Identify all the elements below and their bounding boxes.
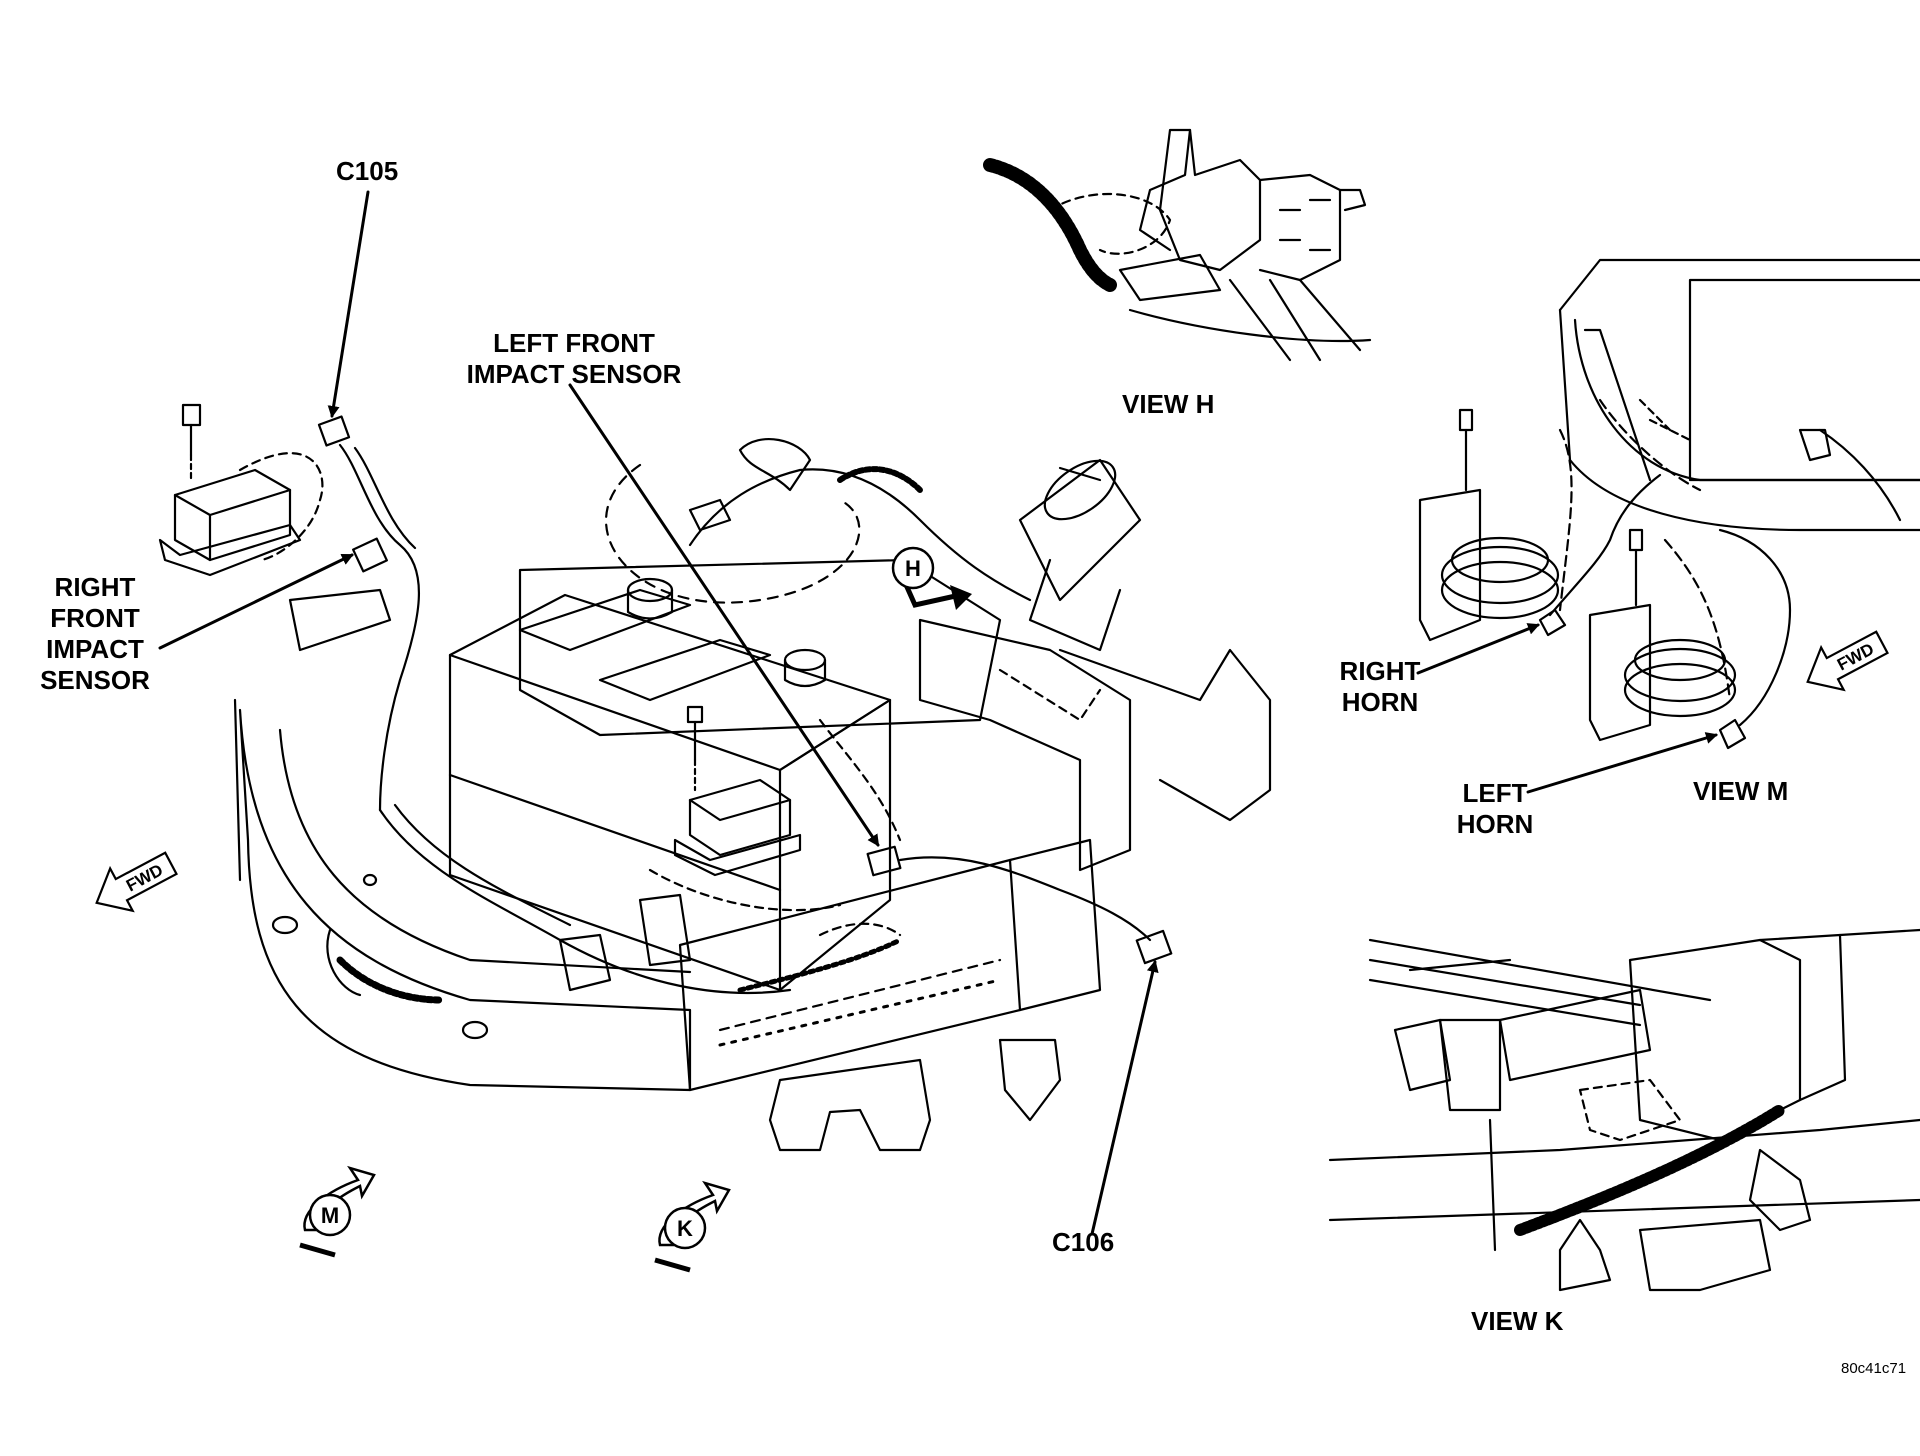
- view-m-label: VIEW M: [1693, 776, 1789, 806]
- view-k-drawing: [1328, 928, 1920, 1292]
- right-sensor-leader: [158, 553, 354, 650]
- left-front-impact-sensor-line-1: LEFT FRONT: [493, 328, 655, 358]
- figure-id-label: 80c41c71: [1841, 1360, 1907, 1377]
- right-front-impact-sensor-line-2: FRONT: [50, 603, 140, 633]
- c106-leader: [1090, 960, 1159, 1236]
- view-m-badge: M: [299, 1165, 376, 1258]
- right-horn-line-2: HORN: [1341, 687, 1419, 717]
- leader-lines: [158, 190, 1718, 1236]
- left-horn-leader: [1526, 732, 1718, 794]
- c106-label: C106: [1052, 1227, 1115, 1257]
- side-frame-rail: [678, 858, 1022, 1092]
- left-sensor-leader: [568, 383, 880, 847]
- right-impact-sensor-drawing: [158, 403, 302, 577]
- view-k-badge-letter: K: [677, 1216, 693, 1241]
- fwd-arrow-main: FWD: [95, 851, 178, 913]
- view-m-badge-letter: M: [321, 1203, 339, 1228]
- left-horn-line-2: HORN: [1456, 809, 1534, 839]
- main-harness: [898, 856, 1152, 942]
- right-front-impact-sensor-line-4: SENSOR: [40, 665, 150, 695]
- battery-drawing: [448, 577, 892, 992]
- battery-cable: [688, 468, 1032, 602]
- left-horn-drawing: [1588, 603, 1652, 742]
- view-k-label: VIEW K: [1471, 1306, 1564, 1336]
- c106-connector: [1135, 929, 1173, 965]
- right-horn-drawing: [1418, 488, 1482, 642]
- right-front-impact-sensor-line-1: RIGHT: [54, 572, 136, 602]
- pdc-cylinder: [1018, 458, 1142, 652]
- right-front-impact-sensor-label: RIGHT FRONT IMPACT SENSOR: [30, 572, 160, 696]
- view-h-label: VIEW H: [1122, 389, 1215, 419]
- fwd-arrow-view-m: FWD: [1806, 630, 1889, 692]
- view-h-drawing: [983, 128, 1372, 362]
- right-horn-leader: [1416, 623, 1540, 675]
- view-k-badge: K: [654, 1180, 731, 1273]
- left-sensor-connector: [866, 845, 902, 877]
- left-front-impact-sensor-line-2: IMPACT SENSOR: [466, 359, 682, 389]
- view-h-badge-letter: H: [905, 556, 921, 581]
- battery-tray: [518, 558, 1002, 737]
- right-front-impact-sensor-line-3: IMPACT: [46, 634, 144, 664]
- left-horn-line-1: LEFT: [1462, 778, 1528, 808]
- right-horn-label: RIGHT HORN: [1330, 656, 1430, 718]
- right-sensor-connector: [352, 537, 388, 573]
- view-h-badge: H: [891, 546, 972, 610]
- main-view-drawing: [158, 403, 1272, 1152]
- c105-label: C105: [336, 156, 399, 186]
- c105-leader: [327, 190, 370, 418]
- left-front-impact-sensor-label: LEFT FRONT IMPACT SENSOR: [454, 328, 694, 390]
- right-horn-line-1: RIGHT: [1339, 656, 1421, 686]
- left-impact-sensor-drawing: [673, 705, 802, 877]
- view-m-drawing: [1418, 258, 1920, 750]
- support-bracket: [918, 618, 1132, 872]
- left-horn-label: LEFT HORN: [1445, 778, 1545, 840]
- c105-connector: [317, 415, 351, 447]
